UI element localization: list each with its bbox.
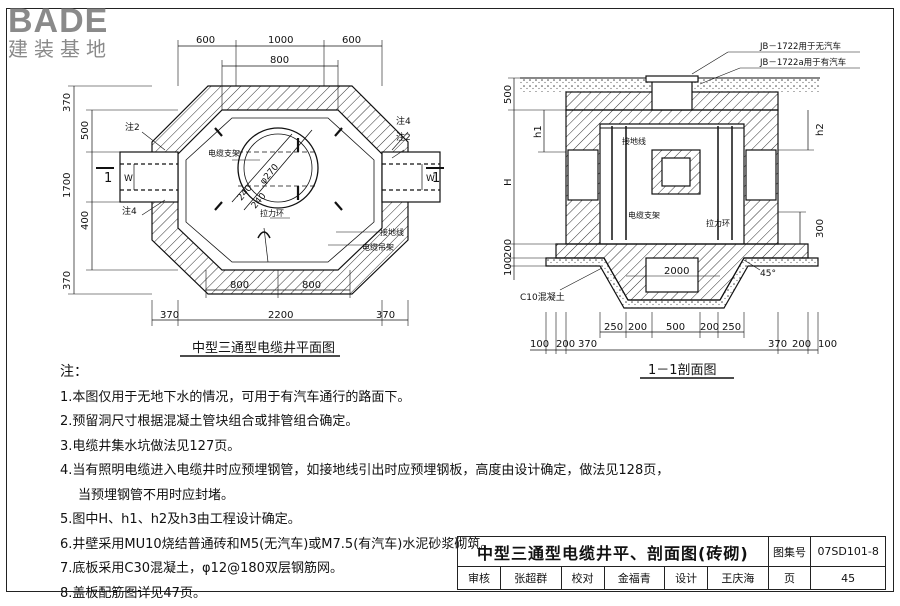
section-c10: C10混凝土	[520, 291, 565, 303]
plan-dim-left-1: 370	[62, 93, 73, 112]
section-dim-bl-2: 200	[556, 339, 575, 350]
note-4: 4.当有照明电缆进入电缆井时应预埋钢管，如接地线引出时应预埋钢板，高度由设计确定…	[60, 459, 669, 484]
note-3: 3.电缆井集水坑做法见127页。	[60, 435, 669, 460]
section-dim-mid-5: 250	[722, 322, 741, 333]
plan-section-left: 1	[104, 171, 112, 186]
atlas-no: 07SD101-8	[811, 537, 886, 567]
plan-dim-bottom-1: 370	[160, 310, 179, 321]
plan-dim-left-total: 1700	[62, 173, 73, 198]
plan-label-bracket: 电缆支架	[208, 148, 240, 158]
plan-dim-inner-top: 800	[270, 55, 289, 66]
section-h300: 300	[815, 219, 826, 238]
plan-label-zhu2-b: 注2	[396, 131, 411, 143]
plan-label-zhu4-b: 注4	[122, 205, 137, 217]
plan-label-ground: 接地线	[380, 227, 404, 237]
section-angle: 45°	[760, 269, 776, 279]
plan-label-hanger: 电缆吊架	[362, 242, 394, 252]
plan-dim-top-2: 1000	[268, 35, 293, 46]
title-block: 中型三通型电缆井平、剖面图(砖砌) 图集号 07SD101-8 审核 张超群 校…	[457, 536, 886, 590]
section-h2: h2	[815, 123, 826, 136]
check-name: 金福青	[604, 567, 665, 590]
section-ground: 接地线	[622, 136, 646, 146]
design-name: 王庆海	[708, 567, 769, 590]
section-h200: 200	[503, 239, 514, 258]
section-h100: 100	[503, 257, 514, 276]
section-dim-br-2: 200	[792, 339, 811, 350]
check-label: 校对	[561, 567, 604, 590]
section-dim-mid-4: 200	[700, 322, 719, 333]
atlas-label: 图集号	[768, 537, 811, 567]
section-jb1: JB－1722用于无汽车	[759, 41, 841, 52]
page-no: 45	[811, 567, 886, 590]
plan-dim-left-2: 500	[80, 121, 91, 140]
section-h1: h1	[533, 125, 544, 138]
notes-title: 注：	[60, 360, 669, 385]
plan-dim-left-3: 400	[80, 211, 91, 230]
plan-dim-bottom-3: 370	[376, 310, 395, 321]
title-block-title: 中型三通型电缆井平、剖面图(砖砌)	[458, 537, 769, 567]
plan-label-zhu4-a: 注4	[396, 115, 411, 127]
section-dim-mid-3: 500	[666, 322, 685, 333]
section-h500: 500	[503, 85, 514, 104]
section-jb2: JB－1722a用于有汽车	[759, 57, 846, 68]
plan-dim-bottom-inner-1: 800	[230, 280, 249, 291]
section-dim-mid-2: 200	[628, 322, 647, 333]
plan-label-zhu2-a: 注2	[125, 121, 140, 133]
note-2: 2.预留洞尺寸根据混凝土管块组合或排管组合确定。	[60, 410, 669, 435]
design-label: 设计	[665, 567, 708, 590]
plan-dim-top-3: 600	[342, 35, 361, 46]
plan-wall	[152, 86, 408, 294]
section-dim-br-3: 100	[818, 339, 837, 350]
plan-dim-left-4: 370	[62, 271, 73, 290]
plan-title: 中型三通型电缆井平面图	[192, 340, 335, 356]
section-dim-2000: 2000	[664, 266, 689, 277]
note-1: 1.本图仅用于无地下水的情况，可用于有汽车通行的路面下。	[60, 386, 669, 411]
review-label: 审核	[458, 567, 501, 590]
note-4-cont: 当预埋钢管不用时应封堵。	[60, 484, 669, 509]
section-H: H	[503, 178, 514, 186]
plan-dim-top-1: 600	[196, 35, 215, 46]
section-ring: 拉力环	[706, 218, 730, 228]
page-label: 页	[768, 567, 811, 590]
section-bracket: 电缆支架	[628, 210, 660, 220]
note-5: 5.图中H、h1、h2及h3由工程设计确定。	[60, 508, 669, 533]
review-name: 张超群	[501, 567, 562, 590]
plan-dim-bottom-inner-2: 800	[302, 280, 321, 291]
plan-dim-bottom-2: 2200	[268, 310, 293, 321]
section-dim-br-1: 370	[768, 339, 787, 350]
plan-section-right: 1	[432, 171, 440, 186]
section-dim-bl-1: 100	[530, 339, 549, 350]
plan-label-d270: φ270	[259, 162, 282, 186]
plan-label-ring: 拉力环	[260, 208, 284, 218]
section-dim-bl-3: 370	[578, 339, 597, 350]
section-dim-mid-1: 250	[604, 322, 623, 333]
plan-w-left: W	[124, 174, 133, 184]
